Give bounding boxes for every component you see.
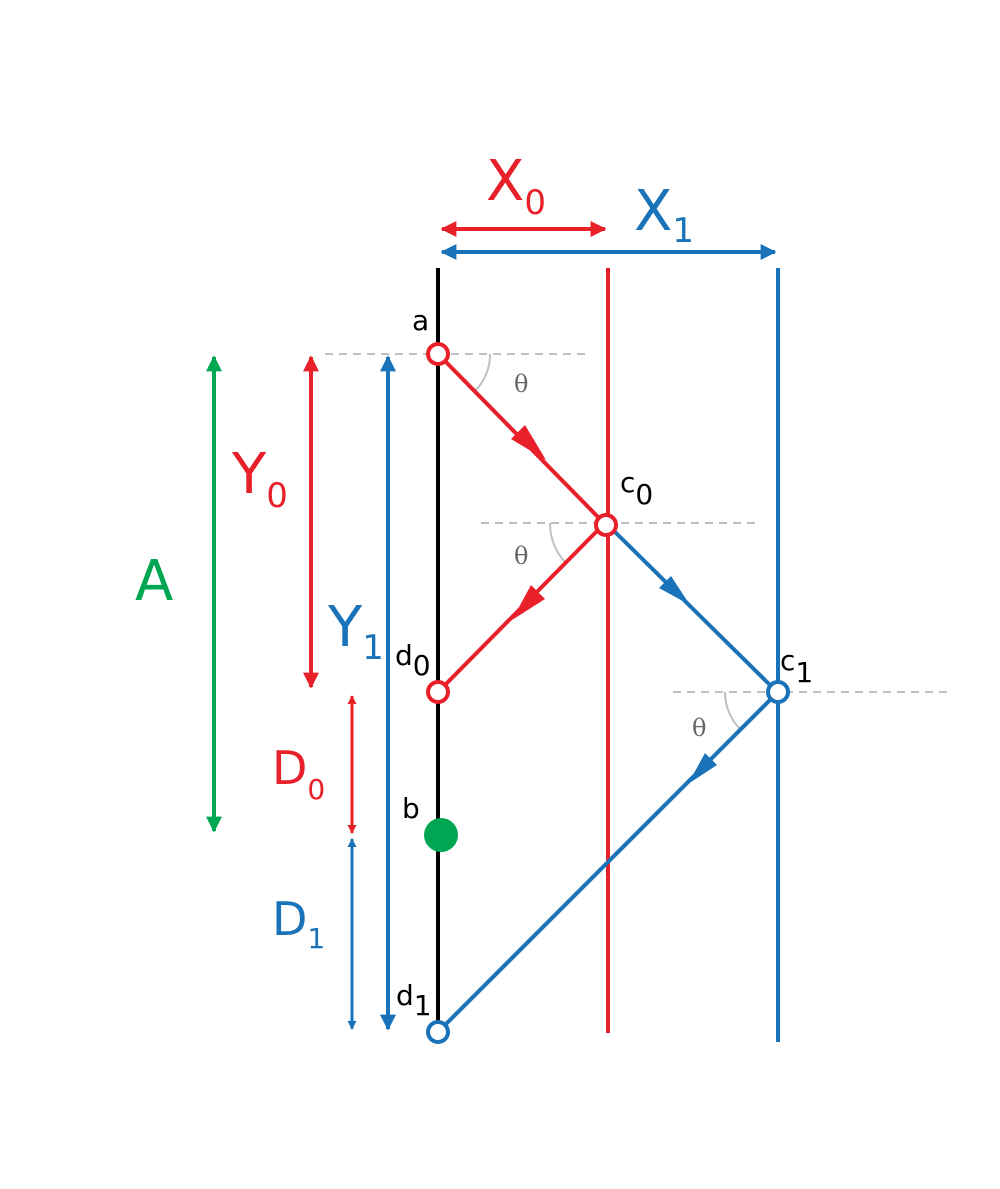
label-point-b: b xyxy=(402,792,420,825)
label-point-d1: d1 xyxy=(396,979,432,1022)
red-ray-arrowhead-1 xyxy=(511,425,546,460)
angle-arc-c0 xyxy=(548,522,567,564)
label-a-dimension: A xyxy=(135,549,173,614)
point-d1 xyxy=(426,1020,450,1044)
label-point-a: a xyxy=(412,304,429,337)
angle-arc-a xyxy=(474,353,492,392)
blue-ray-arrowhead-2 xyxy=(688,753,717,784)
label-d1: D1 xyxy=(272,892,325,955)
label-theta-c0: θ xyxy=(514,542,528,570)
label-d0: D0 xyxy=(272,741,325,806)
red-ray-arrowhead-2 xyxy=(512,585,545,620)
point-b xyxy=(424,818,458,852)
label-point-d0: d0 xyxy=(395,639,431,682)
label-x1: X1 xyxy=(634,179,694,251)
blue-ray-arrowhead-1 xyxy=(659,576,690,605)
label-point-c0: c0 xyxy=(620,466,653,511)
blue-ray-c1-d1 xyxy=(442,697,773,1028)
point-c0 xyxy=(594,513,618,537)
point-c1 xyxy=(766,680,790,704)
angle-arc-c1 xyxy=(723,691,742,731)
point-d0 xyxy=(426,680,450,704)
label-theta-c1: θ xyxy=(692,714,706,742)
label-theta-a: θ xyxy=(514,370,528,398)
label-y0: Y0 xyxy=(231,442,288,516)
blue-ray-c0-c1 xyxy=(610,527,773,688)
label-y1: Y1 xyxy=(327,595,384,668)
point-a xyxy=(426,342,450,366)
label-x0: X0 xyxy=(486,149,546,223)
label-point-c1: c1 xyxy=(780,644,813,689)
